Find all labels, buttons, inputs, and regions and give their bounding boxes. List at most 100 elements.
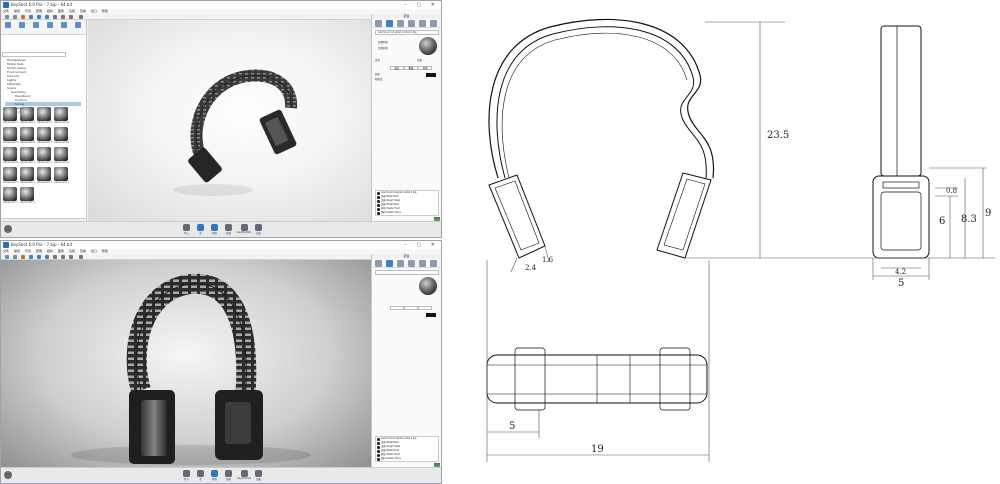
material-name-input[interactable]: Aluminum brushed radial 1.bip [375,30,439,35]
tab-scene[interactable] [375,260,382,267]
cloud-icon[interactable] [4,225,12,233]
import-button[interactable]: 导入 [181,470,192,482]
tree-item[interactable]: Headphones [7,58,26,62]
tab-colors[interactable] [17,22,27,32]
render-viewport[interactable] [88,20,371,224]
tumble-icon[interactable] [29,15,33,19]
tree-item[interactable]: Headband [15,94,31,98]
menu-view[interactable]: 查看 [79,9,86,13]
segment-other[interactable] [418,306,432,310]
window-controls[interactable]: – ▢ ✕ [404,2,439,8]
tree-item[interactable]: Environment [7,70,27,74]
tab-settings[interactable] [430,260,437,267]
menu-render[interactable]: 渲染 [68,9,75,13]
material-thumb[interactable]: Aluminum 5 [3,127,18,146]
material-thumb[interactable]: Aluminum 17 [3,187,18,206]
pause-icon[interactable] [13,255,17,259]
menu-camera[interactable]: 相机 [46,249,53,253]
tree-item[interactable]: Geometry [11,90,26,94]
keyshotvr-button[interactable]: KeyShotVR [237,470,251,482]
library-search-input[interactable] [2,52,66,57]
menu-window[interactable]: 窗口 [90,249,97,253]
tab-materials[interactable] [3,22,13,32]
material-thumb[interactable]: Aluminum 4 [54,107,69,126]
material-thumb[interactable]: Aluminum 2 [20,107,35,126]
list-item[interactable]: 材质 Plastic Hard [376,207,438,211]
list-item[interactable]: 金属 Metal Dark [376,195,438,199]
library-button[interactable]: 库 [195,224,206,236]
material-thumb[interactable]: Aluminum 8 [54,127,69,146]
menu-file[interactable]: 文件 [3,249,10,253]
tree-item-selected[interactable]: Screw [5,102,81,106]
animation-button[interactable]: 动画 [223,470,234,482]
material-thumb[interactable]: Aluminum 12 [54,147,69,166]
menu-image[interactable]: 图像 [57,249,64,253]
tumble-icon[interactable] [29,255,33,259]
menu-environment[interactable]: 环境 [24,249,31,253]
material-thumb[interactable]: Aluminum 18 [20,187,35,206]
material-thumb[interactable]: Aluminum 9 [3,147,18,166]
tab-material[interactable] [386,20,393,27]
tab-settings[interactable] [430,20,437,27]
window-controls[interactable]: – ▢ ✕ [404,242,439,248]
tab-backplates[interactable] [45,22,55,32]
material-thumb[interactable]: Aluminum 10 [20,147,35,166]
render-button[interactable]: 渲染 [253,224,264,236]
tab-camera[interactable] [408,20,415,27]
library-button[interactable]: 库 [195,470,206,482]
menu-lighting[interactable]: 照明 [35,9,42,13]
menu-help[interactable]: 帮助 [101,9,108,13]
screenshot-icon[interactable] [69,15,73,19]
lock-icon[interactable] [79,255,83,259]
dolly-icon[interactable] [45,255,49,259]
tab-environment[interactable] [397,20,404,27]
pan-icon[interactable] [37,15,41,19]
fov-icon[interactable] [53,15,57,19]
type-select[interactable]: 金属 [417,59,423,62]
menu-render[interactable]: 渲染 [68,249,75,253]
menu-help[interactable]: 帮助 [101,249,108,253]
view-material-button[interactable]: 查看材质 [378,41,389,44]
tree-item[interactable]: Studio Setup [7,66,27,70]
project-button[interactable]: 项目 [209,224,220,236]
menu-image[interactable]: 图像 [57,9,64,13]
list-item[interactable]: 金属 Metal Paint [376,449,438,453]
list-item[interactable]: 金属 Rough Steel [376,445,438,449]
color-swatch[interactable] [426,313,436,317]
tree-item[interactable]: Scene [7,86,17,90]
tree-item[interactable]: Lights [7,78,17,82]
list-item[interactable]: 塑料 Plastic Shiny [376,211,438,215]
tab-material[interactable] [386,260,393,267]
tab-environment[interactable] [397,260,404,267]
list-item[interactable]: 金属 Rough Steel [376,199,438,203]
material-thumb[interactable]: Aluminum 15 [37,167,52,186]
tree-item[interactable]: Speaker [11,106,24,110]
performance-icon[interactable] [21,255,25,259]
screenshot-icon[interactable] [69,255,73,259]
menu-camera[interactable]: 相机 [46,9,53,13]
segment-diffuse[interactable]: 漫反 [390,66,404,70]
tab-favorites[interactable] [73,22,83,32]
animation-button[interactable]: 动画 [223,224,234,236]
menu-file[interactable]: 文件 [3,9,10,13]
pause-icon[interactable] [13,15,17,19]
dolly-icon[interactable] [45,15,49,19]
cpu-icon[interactable] [5,255,9,259]
tree-item[interactable]: Side Cap [11,110,25,114]
material-thumb[interactable]: Aluminum 16 [54,167,69,186]
menu-lighting[interactable]: 照明 [35,249,42,253]
material-thumb[interactable]: Aluminum 6 [20,127,35,146]
copy-material-button[interactable]: 复制材质 [378,47,389,50]
segment-diffuse[interactable] [390,306,404,310]
fov-icon[interactable] [53,255,57,259]
pan-icon[interactable] [37,255,41,259]
tab-camera[interactable] [408,260,415,267]
material-thumb[interactable]: Aluminum 14 [20,167,35,186]
geometry-view-icon[interactable] [61,255,65,259]
render-viewport[interactable] [1,260,371,469]
tree-item[interactable]: Cushion [15,98,28,102]
segment-other[interactable]: 其他 [418,66,432,70]
tab-image[interactable] [419,20,426,27]
material-thumb[interactable]: Aluminum 11 [37,147,52,166]
list-item[interactable]: 材质 Plastic Hard [376,453,438,457]
